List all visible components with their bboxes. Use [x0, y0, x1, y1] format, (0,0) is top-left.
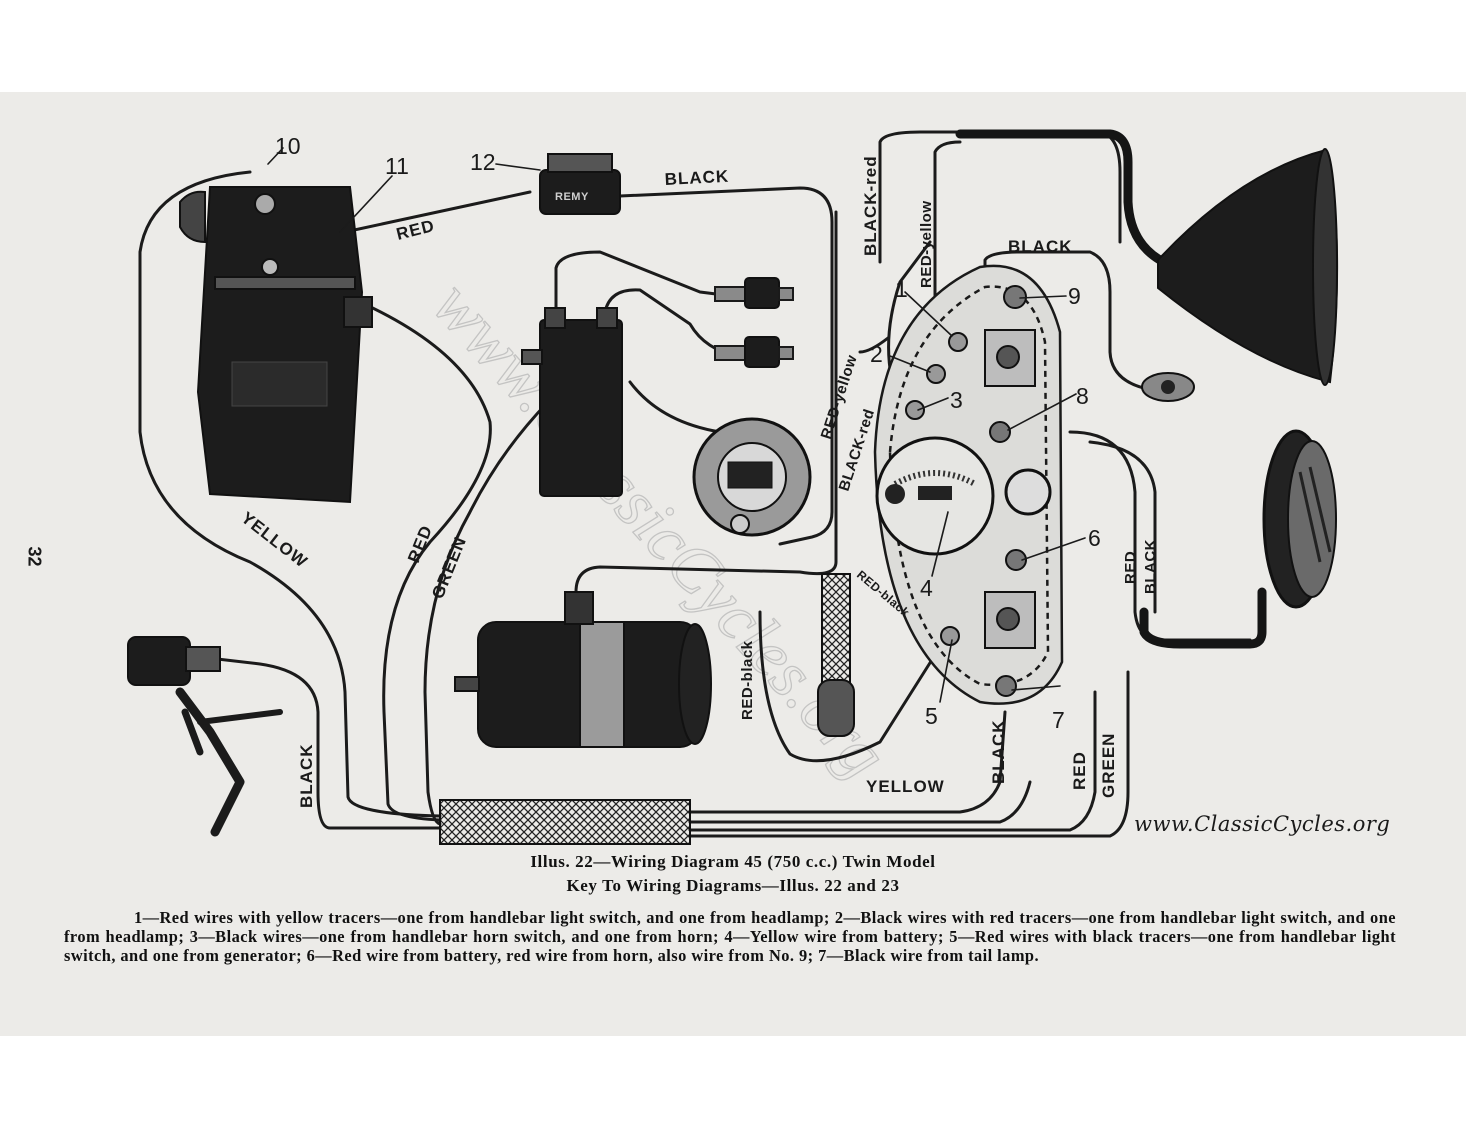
page-number: 32 [24, 546, 45, 567]
relay: REMY [539, 153, 621, 215]
relay-label: REMY [555, 191, 589, 203]
num-10: 10 [275, 133, 301, 159]
num-4: 4 [920, 575, 933, 601]
num-9: 9 [1068, 283, 1081, 309]
num-3: 3 [950, 387, 963, 413]
wiring-diagram: www.ClassicCycles.org [127, 129, 1339, 845]
manual-page: www.ClassicCycles.org [0, 92, 1466, 1036]
battery [179, 186, 373, 504]
label-black-red-diag: BLACK-red [836, 407, 879, 493]
label-black-bottom: BLACK [989, 720, 1008, 785]
label-black-top: BLACK [664, 167, 729, 189]
wiring-key-text: 1—Red wires with yellow tracers—one from… [64, 908, 1396, 965]
component-numbers: 10 11 12 1 2 3 4 5 6 7 8 9 [275, 133, 1101, 733]
label-red-yellow-vertical: RED-yellow [918, 200, 935, 288]
condenser-tube [817, 573, 855, 737]
site-signature: www.ClassicCycles.org [1134, 812, 1391, 836]
label-red-left: RED [404, 522, 436, 565]
label-red-bottom: RED [1070, 751, 1089, 790]
label-yellow-bottom: YELLOW [866, 777, 945, 796]
figure-caption-subtitle: Key To Wiring Diagrams—Illus. 22 and 23 [566, 876, 900, 895]
label-green-bottom: GREEN [1099, 733, 1118, 798]
label-black-right: BLACK [1142, 539, 1159, 594]
harness-loom [439, 799, 691, 845]
label-black-switch-top: BLACK [1008, 237, 1073, 256]
num-1: 1 [895, 276, 908, 302]
generator [454, 591, 712, 748]
num-12: 12 [470, 149, 496, 175]
ignition-coil [521, 307, 623, 497]
label-green-left: GREEN [428, 534, 470, 602]
num-2: 2 [870, 341, 883, 367]
num-8: 8 [1076, 383, 1089, 409]
label-red-right: RED [1122, 551, 1139, 584]
num-11: 11 [385, 153, 409, 179]
label-red-black-vertical: RED-black [739, 640, 756, 720]
timer [692, 417, 812, 537]
horn [1262, 429, 1337, 609]
num-6: 6 [1088, 525, 1101, 551]
handlebar-switch [127, 636, 283, 837]
num-7: 7 [1052, 707, 1065, 733]
wires [138, 129, 1267, 838]
figure-caption-title: Illus. 22—Wiring Diagram 45 (750 c.c.) T… [530, 852, 936, 871]
num-5: 5 [925, 703, 938, 729]
spark-plugs [714, 277, 794, 368]
label-black-left: BLACK [297, 744, 316, 809]
headlamp [1141, 148, 1339, 402]
switch-panel [267, 147, 1086, 705]
label-black-red-vertical: BLACK-red [861, 155, 880, 256]
